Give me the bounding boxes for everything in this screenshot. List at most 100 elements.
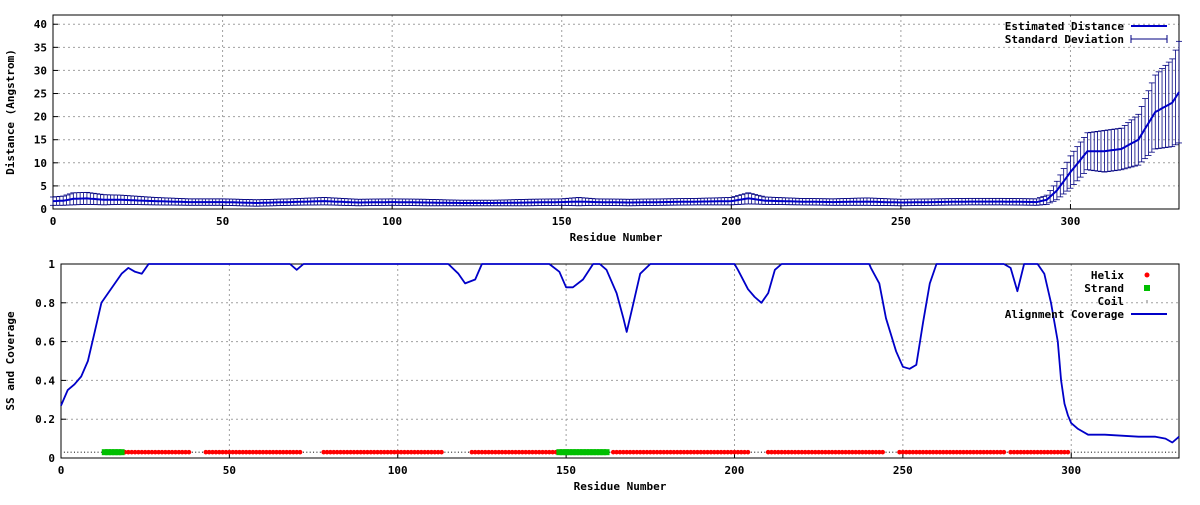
helix-point — [291, 449, 296, 455]
helix-point — [880, 449, 885, 455]
coil-point — [1117, 451, 1119, 453]
x-tick-label: 50 — [223, 464, 236, 477]
helix-point — [769, 449, 774, 455]
helix-point — [668, 449, 673, 455]
helix-point — [324, 449, 330, 455]
helix-point — [1015, 449, 1020, 455]
helix-point — [479, 449, 485, 455]
helix-point — [408, 449, 414, 455]
coil-point — [1178, 451, 1180, 453]
helix-point — [782, 449, 788, 455]
helix-point — [1045, 449, 1050, 455]
coil-point — [467, 451, 469, 453]
coil-point — [444, 451, 446, 453]
helix-point — [637, 449, 643, 455]
coil-point — [1070, 451, 1072, 453]
coil-point — [454, 451, 456, 453]
helix-point — [1065, 449, 1071, 455]
coil-point — [1141, 451, 1143, 453]
strand-point — [573, 449, 580, 456]
helix-point — [503, 449, 508, 455]
helix-point — [742, 449, 747, 455]
helix-point — [627, 449, 633, 455]
helix-point — [331, 449, 337, 455]
helix-point — [412, 449, 417, 455]
helix-point — [435, 449, 441, 455]
y-tick-label: 35 — [34, 41, 47, 54]
x-tick-label: 250 — [891, 215, 911, 228]
helix-point — [381, 449, 387, 455]
helix-point — [210, 449, 215, 455]
helix-point — [526, 449, 532, 455]
legend-label-alignment-coverage: Alignment Coverage — [1005, 308, 1125, 321]
helix-point — [344, 449, 350, 455]
helix-point — [223, 449, 229, 455]
helix-point — [738, 449, 744, 455]
strand-point — [569, 449, 576, 456]
y-tick-label: 0 — [48, 452, 55, 465]
strand-point — [603, 449, 610, 456]
helix-point — [934, 449, 939, 455]
helix-point — [728, 449, 734, 455]
helix-point — [984, 449, 990, 455]
coil-point — [461, 451, 463, 453]
strand-point — [579, 449, 586, 456]
helix-point — [641, 449, 646, 455]
helix-point — [388, 449, 394, 455]
coil-point — [1094, 451, 1096, 453]
helix-point — [483, 449, 488, 455]
helix-point — [415, 449, 421, 455]
helix-point — [1042, 449, 1047, 455]
helix-point — [833, 449, 838, 455]
helix-point — [395, 449, 401, 455]
helix-point — [536, 449, 542, 455]
helix-point — [338, 449, 343, 455]
coil-point — [1114, 451, 1116, 453]
helix-point — [472, 449, 478, 455]
x-axis-label: Residue Number — [574, 480, 667, 493]
helix-point — [823, 449, 828, 455]
helix-point — [971, 449, 976, 455]
helix-point — [425, 449, 431, 455]
helix-point — [1038, 449, 1044, 455]
helix-point — [998, 449, 1003, 455]
helix-point — [1021, 449, 1027, 455]
helix-point — [152, 449, 158, 455]
helix-point — [173, 449, 178, 455]
x-tick-label: 300 — [1061, 215, 1081, 228]
helix-point — [910, 449, 916, 455]
x-axis-label: Residue Number — [570, 231, 663, 244]
helix-point — [348, 449, 353, 455]
coil-point — [1154, 451, 1156, 453]
helix-point — [368, 449, 374, 455]
helix-point — [341, 449, 347, 455]
helix-point — [644, 449, 650, 455]
series-line-alignment-coverage — [60, 263, 1180, 444]
helix-point — [917, 449, 923, 455]
x-tick-label: 50 — [216, 215, 229, 228]
helix-point — [493, 449, 498, 455]
helix-point — [142, 449, 148, 455]
coil-point — [1144, 451, 1146, 453]
helix-point — [469, 449, 475, 455]
helix-point — [661, 449, 667, 455]
coil-point — [195, 451, 197, 453]
legend-label-standard-deviation: Standard Deviation — [1005, 33, 1124, 46]
helix-point — [964, 449, 970, 455]
legend-swatch-helix — [1144, 272, 1150, 278]
helix-point — [779, 449, 784, 455]
series-line-estimated-distance — [52, 91, 1180, 205]
y-tick-label: 25 — [34, 88, 47, 101]
coil-point — [309, 451, 311, 453]
coil-point — [1097, 451, 1099, 453]
coil-point — [90, 451, 92, 453]
helix-point — [264, 449, 269, 455]
coil-point — [1080, 451, 1082, 453]
helix-point — [809, 449, 815, 455]
helix-point — [799, 449, 805, 455]
y-tick-label: 0.4 — [35, 374, 55, 387]
helix-point — [176, 449, 182, 455]
coil-point — [100, 451, 102, 453]
coil-point — [1121, 451, 1123, 453]
